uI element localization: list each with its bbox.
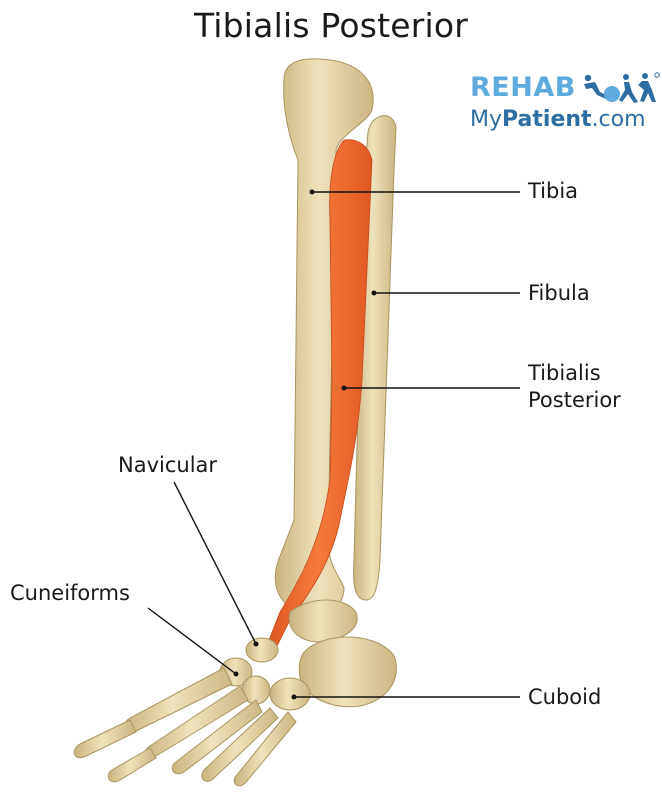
- navicular-pin: [254, 642, 259, 647]
- cuboid-bone: [270, 678, 310, 710]
- fibula-pin: [372, 291, 377, 296]
- cuneiforms-pin: [234, 672, 239, 677]
- cuboid-pin: [292, 695, 297, 700]
- label-fibula: Fibula: [528, 280, 590, 307]
- label-navicular: Navicular: [118, 452, 217, 479]
- navicular-bone: [246, 638, 278, 662]
- tibialis-posterior-pin: [342, 386, 347, 391]
- talus-bone: [289, 600, 357, 642]
- cuneiforms-leader-line: [148, 608, 236, 674]
- label-cuboid: Cuboid: [528, 684, 601, 711]
- calcaneus-bone: [299, 637, 396, 707]
- navicular-leader-line: [174, 482, 256, 644]
- tibia-pin: [310, 190, 315, 195]
- label-tibialis-posterior: Tibialis Posterior: [528, 360, 621, 414]
- label-cuneiforms: Cuneiforms: [10, 580, 130, 607]
- label-tibia: Tibia: [528, 178, 578, 205]
